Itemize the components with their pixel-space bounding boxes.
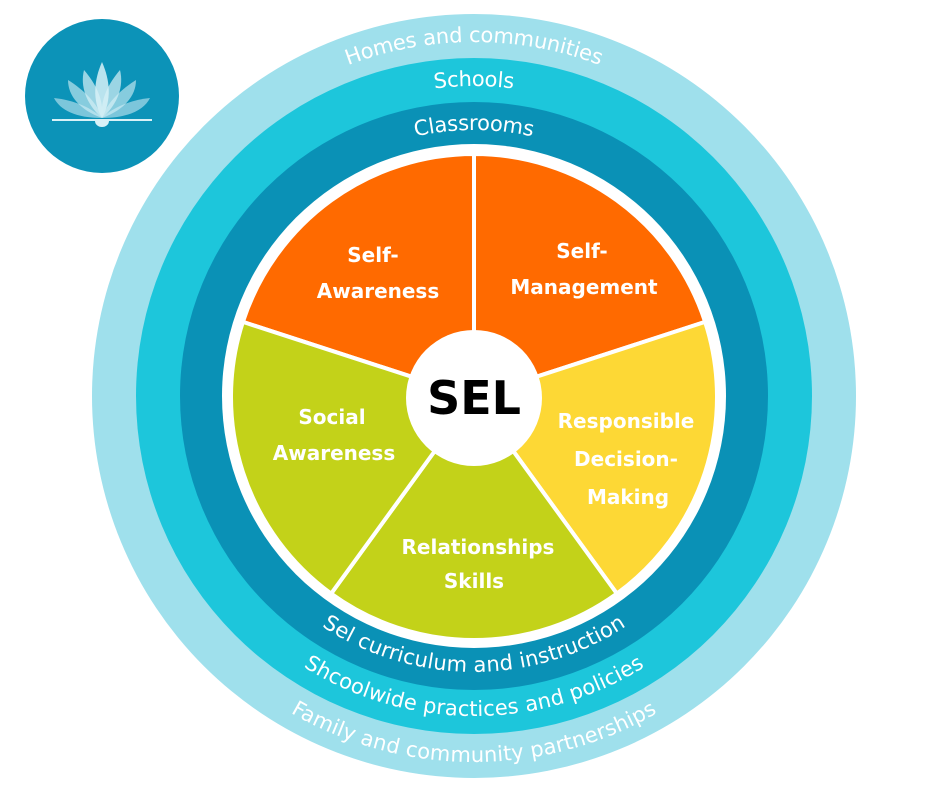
- slice-relationships-skills: [328, 393, 620, 642]
- slice-self-management: [472, 151, 708, 400]
- lotus-book-icon: [52, 62, 152, 127]
- center-label: SEL: [427, 371, 521, 425]
- slice-label-self-awareness: Self-Awareness: [317, 243, 440, 303]
- center-circle: [406, 330, 542, 466]
- slice-label-self-management: Self-Management: [510, 239, 658, 299]
- logo: [25, 19, 179, 173]
- slice-self-awareness: [240, 151, 476, 400]
- ring-middle-top: Schools: [432, 67, 515, 94]
- ring-middle-top-label: Schools: [432, 67, 515, 94]
